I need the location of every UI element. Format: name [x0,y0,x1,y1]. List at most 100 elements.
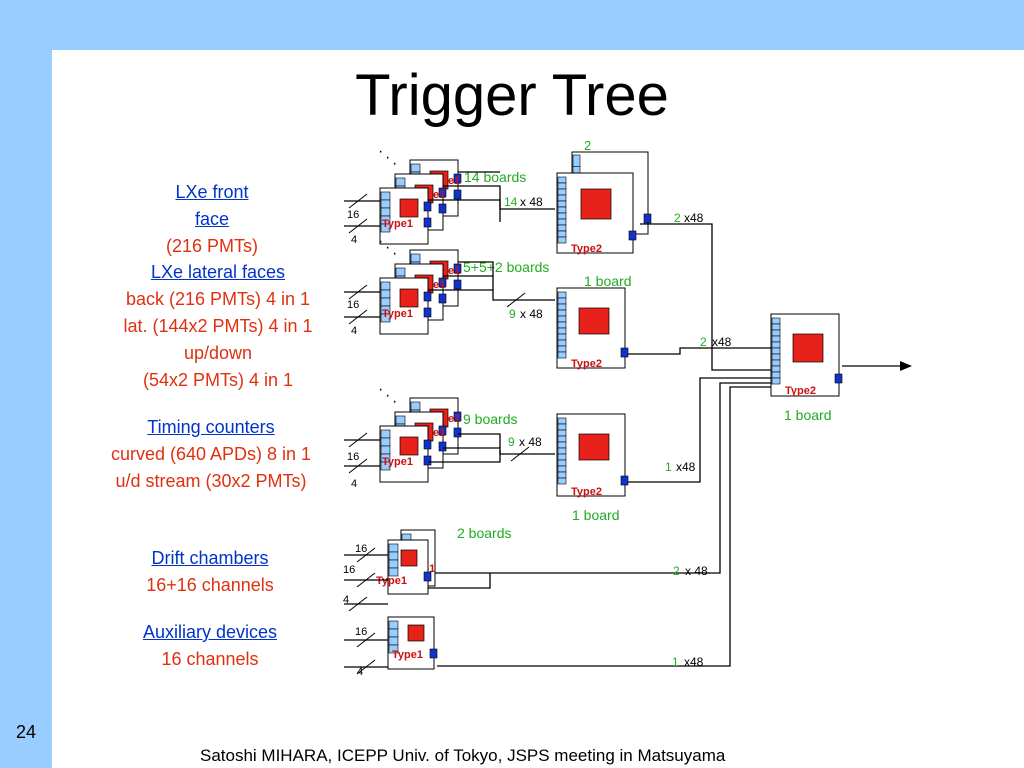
type1-board-lateral-output-port [438,277,447,288]
type2-board-top-label: Type2 [571,243,602,255]
type1-board-front-port [380,191,391,201]
desc-lxe-lateral-3: up/down [183,343,253,363]
bus-count-front-out: 2 [674,211,681,225]
type2-board-timing-port [557,477,567,485]
type2-board-lateral-label: Type2 [571,358,602,370]
type1-board-timing-port [395,415,406,425]
count-lxe-front: 14 boards [464,169,526,185]
type1-board-timing-port [410,401,421,411]
type2-board-top-port [557,200,567,208]
type2-board-lateral [556,287,629,369]
type2-board-lateral-port [557,333,567,341]
type2-board-top-port [557,236,567,244]
type1-board-drift-output-port [423,571,432,582]
desc-lxe-front: (216 PMTs) [165,236,259,256]
bus-mult-front-in: x 48 [520,195,543,209]
slash-lat-in [506,292,526,308]
type1-board-drift-label: Type1 [376,575,407,587]
type1-board-drift-chip [400,549,418,567]
type2-board-final-port [771,335,781,343]
link-lxe-lateral[interactable]: LXe lateral faces [150,262,286,282]
link-timing[interactable]: Timing counters [147,417,275,437]
type1-board-front-output-port [423,217,432,228]
type2-board-lateral-port [557,327,567,335]
bus-aux-out [437,386,772,667]
dots-front: · [392,155,397,172]
bus-drift-b [428,573,491,589]
type1-board-timing-label: e1 [433,427,445,439]
link-lxe-front-1[interactable]: LXe front [175,182,249,202]
in4-label-front: 4 [351,234,357,246]
type1-board-lateral [379,277,432,335]
link-drift[interactable]: Drift chambers [151,548,269,568]
type1-board-aux-port [388,620,399,630]
type2-board-timing-output-port [620,475,629,486]
type1-board-aux-port [388,644,399,654]
bus-lat-c [458,261,494,290]
type2-board-top-chip [580,188,612,220]
slash4-front [348,218,368,234]
in16-label-drift-a: 16 [355,543,367,555]
bus-count-aux-out: 1 [672,655,679,669]
type1-board-front-port [380,223,391,233]
type2-board-final-port [771,323,781,331]
type2-board-lateral-port [557,309,567,317]
type1-board-timing-output-port [438,441,447,452]
type1-board-lateral-label: e1 [448,265,460,277]
type1-board-lateral-output-port [453,279,462,290]
bus-lat-a [428,289,555,301]
in16-label-aux: 16 [355,626,367,638]
type1-board-timing-output-port [423,455,432,466]
type2-board-final-port [771,353,781,361]
type2-board-top-port [557,224,567,232]
type2-board-top-port [557,212,567,220]
bus-count-drift-out: 2 [673,564,680,578]
type2-board-top-port [557,206,567,214]
type2-board-timing-port [557,453,567,461]
type1-board-front-label: e1 [433,189,445,201]
bus-count-tim-in: 9 [508,435,515,449]
type1-board-timing-label: Type1 [382,456,413,468]
type2-board-top-output-port [628,230,637,241]
count-timing: 9 boards [463,411,517,427]
count-type2-lateral: 1 board [584,273,631,289]
type1-board-lateral-port [380,313,391,323]
final-output-arrow [900,361,912,371]
label-aux: Auxiliary devices 16 channels [110,619,310,673]
top-banner [0,0,1024,50]
type1-board-lateral-output-port [453,263,462,274]
type2-board-final-port [771,377,781,385]
desc-timing-2: u/d stream (30x2 PMTs) [115,471,307,491]
type2-board-lateral-port [557,291,567,299]
type2-board-top-back-port [572,154,581,167]
desc-aux: 16 channels [161,649,259,669]
link-lxe-front-2[interactable]: face [194,209,230,229]
type1-board-drift [387,539,432,595]
in16-label-drift-b: 16 [343,564,355,576]
type1-board-aux-port [388,628,399,638]
slash16-drift-b [356,572,376,588]
type1-board-aux-port [388,636,399,646]
left-banner [0,0,52,768]
slash16-aux [356,632,376,648]
type1-board-timing-output-port [423,439,432,450]
dots-lateral: · [378,233,383,250]
slash16-drift-a [356,547,376,563]
type2-board-top-port [557,194,567,202]
type2-board-final-port [771,329,781,337]
dots-lateral: · [385,239,390,256]
type2-board-final-port [771,347,781,355]
type2-board-timing-port [557,423,567,431]
type1-board-front [379,187,432,245]
link-aux[interactable]: Auxiliary devices [142,622,278,642]
type2-board-final-output-port [834,373,843,384]
type1-board-drift-port [388,551,399,561]
dots-timing: · [378,381,383,398]
type2-board-top-port [557,176,567,184]
type1-board-timing-port [380,461,391,471]
type1-board-lateral-output-port [423,307,432,318]
in4-label-lat: 4 [351,325,357,337]
type1-board-aux-output-port [429,648,438,659]
type2-board-timing-chip [578,433,610,461]
in16-label-front: 16 [347,209,359,221]
